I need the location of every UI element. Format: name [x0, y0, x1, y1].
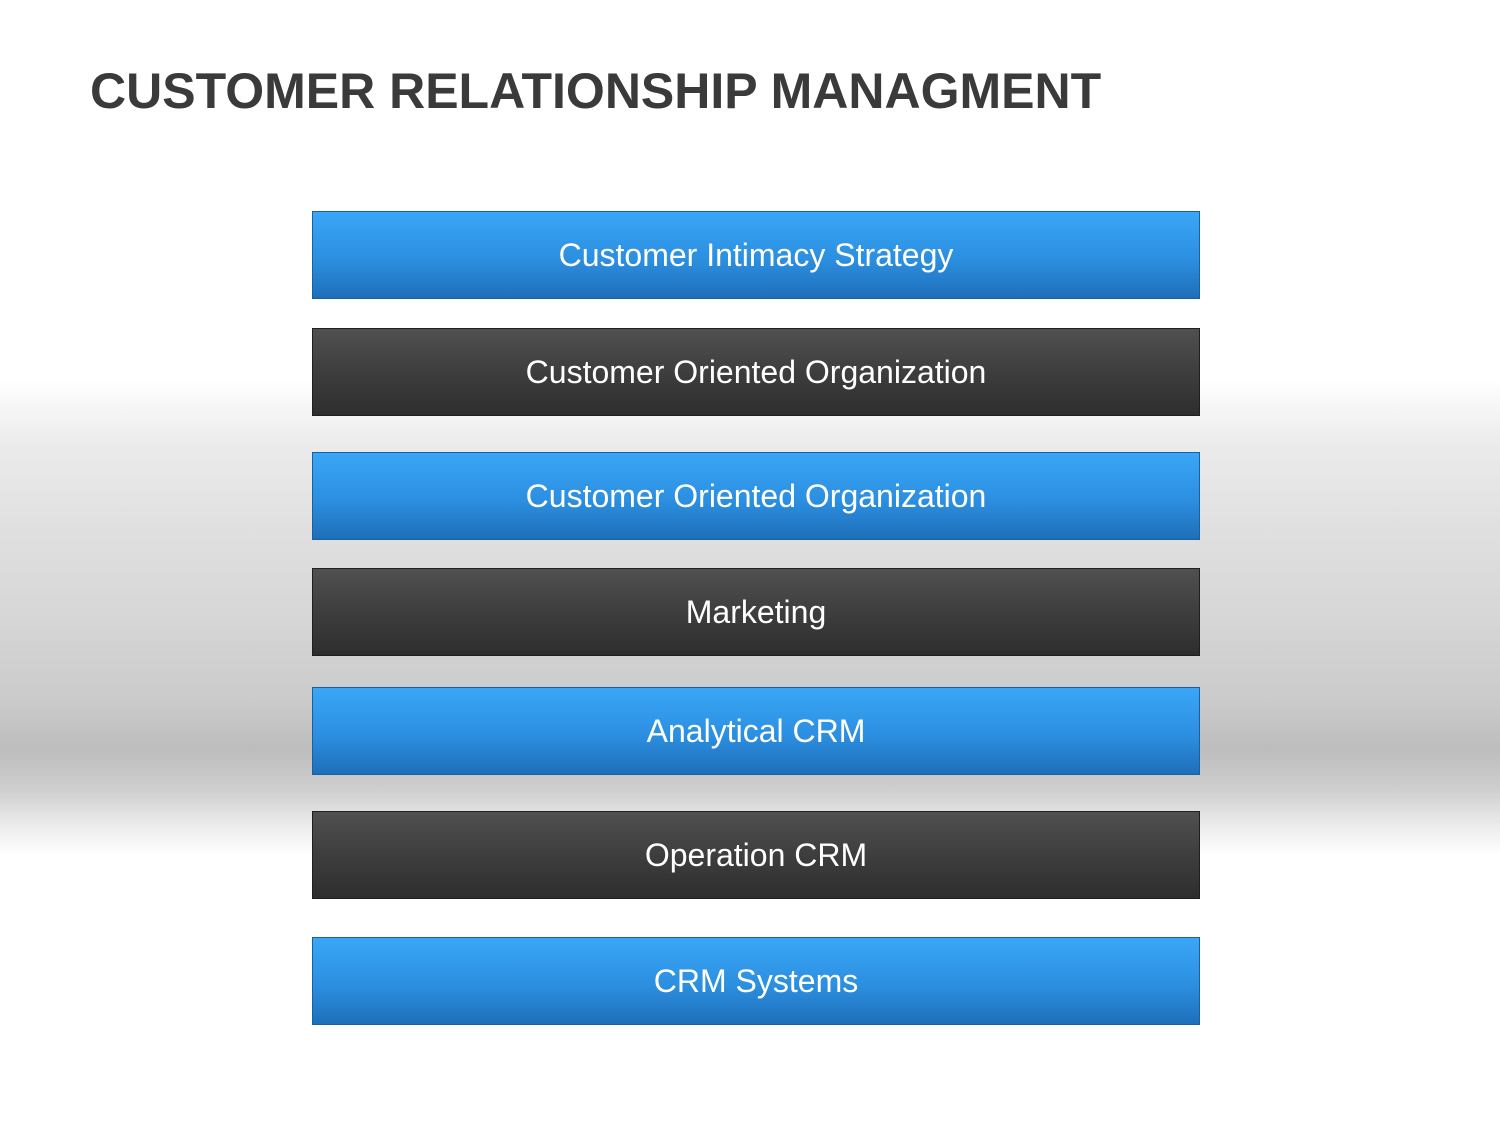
layer-crm-systems: CRM Systems: [312, 937, 1200, 1025]
layer-label: Customer Oriented Organization: [525, 353, 987, 390]
layer-label: Customer Oriented Organization: [525, 477, 987, 514]
layer-customer-oriented-organization-2: Customer Oriented Organization: [312, 452, 1200, 540]
layer-label: Customer Intimacy Strategy: [558, 236, 954, 273]
layer-operation-crm: Operation CRM: [312, 811, 1200, 899]
layer-marketing: Marketing: [312, 568, 1200, 656]
layer-label: CRM Systems: [653, 962, 859, 999]
layer-analytical-crm: Analytical CRM: [312, 687, 1200, 775]
layer-label: Marketing: [685, 593, 827, 630]
slide-title: CUSTOMER RELATIONSHIP MANAGMENT: [90, 63, 1102, 119]
layer-customer-intimacy-strategy: Customer Intimacy Strategy: [312, 211, 1200, 299]
layer-label: Analytical CRM: [646, 712, 866, 749]
layer-label: Operation CRM: [644, 836, 868, 873]
layer-customer-oriented-organization-1: Customer Oriented Organization: [312, 328, 1200, 416]
